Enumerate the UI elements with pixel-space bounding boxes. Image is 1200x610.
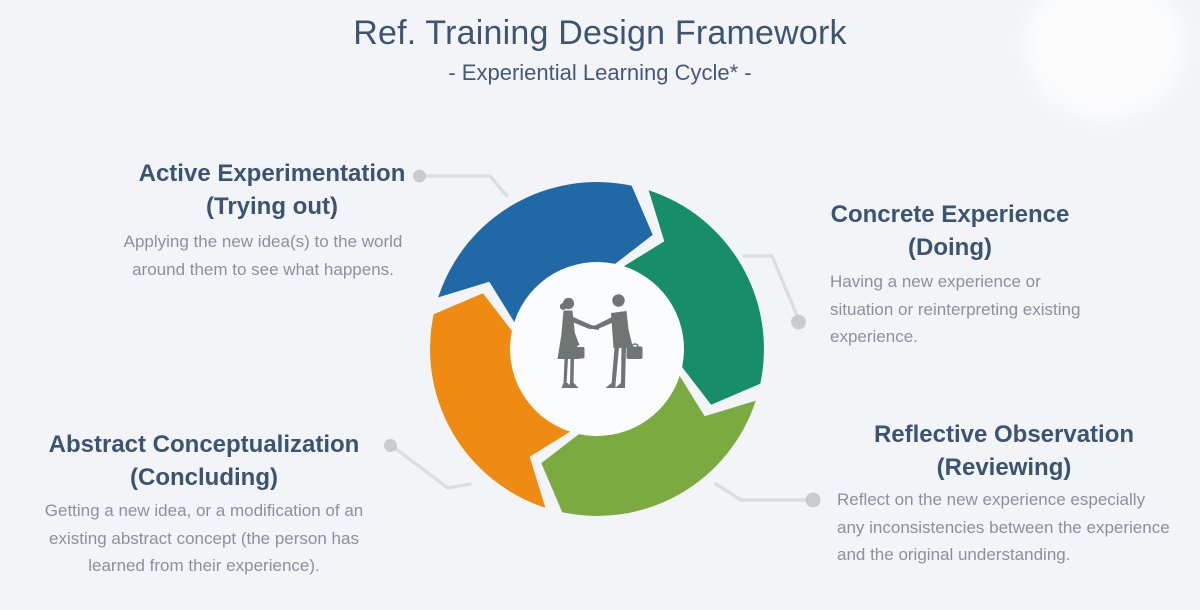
- quadrant-subtitle: (Trying out): [206, 193, 338, 220]
- connector-dot: [791, 314, 806, 330]
- segment-reflective-observation-arrow: [541, 375, 756, 516]
- description-line: learned from their experience).: [88, 556, 320, 575]
- quadrant-abstract-conceptualization-description: Getting a new idea, or a modification of…: [24, 497, 384, 580]
- connector-lines: [394, 174, 812, 502]
- description-line: Having a new experience or: [830, 272, 1041, 291]
- quadrant-subtitle: (Doing): [908, 234, 992, 261]
- description-line: Reflect on the new experience especially: [837, 490, 1146, 509]
- quadrant-concrete-experience-description: Having a new experience or situation or …: [830, 268, 1160, 351]
- connector-abstract-conceptualization: [394, 447, 472, 490]
- quadrant-reflective-observation-description: Reflect on the new experience especially…: [837, 486, 1200, 569]
- connector-dots: [384, 169, 821, 508]
- connector-dot: [805, 492, 821, 508]
- description-line: situation or reinterpreting existing: [830, 299, 1081, 319]
- connector-dot: [384, 439, 397, 452]
- connector-active-experimentation: [424, 174, 509, 198]
- quadrant-concrete-experience-heading: Concrete Experience (Doing): [750, 198, 1150, 264]
- quadrant-title: Abstract Conceptualization: [48, 431, 360, 458]
- description-line: existing abstract concept (the person ha…: [49, 528, 359, 548]
- description-line: around them to see what happens.: [132, 259, 394, 279]
- quadrant-title: Reflective Observation: [873, 421, 1135, 448]
- two-people-meeting-icon: [557, 294, 643, 388]
- quadrant-reflective-observation-heading: Reflective Observation (Reviewing): [804, 418, 1200, 484]
- quadrant-subtitle: (Reviewing): [936, 454, 1072, 481]
- connector-dot: [413, 169, 426, 183]
- quadrant-title: Concrete Experience: [830, 201, 1070, 228]
- description-line: Getting a new idea, or a modification of…: [44, 501, 364, 520]
- quadrant-subtitle: (Concluding): [130, 464, 278, 491]
- description-line: Applying the new idea(s) to the world: [123, 232, 403, 251]
- quadrant-title: Active Experimentation: [138, 160, 406, 187]
- page-subtitle: - Experiential Learning Cycle* -: [448, 60, 752, 85]
- quadrant-active-experimentation-description: Applying the new idea(s) to the world ar…: [103, 228, 423, 283]
- connector-concrete-experience: [742, 254, 800, 320]
- quadrant-active-experimentation-heading: Active Experimentation (Trying out): [72, 157, 472, 223]
- description-line: experience.: [830, 327, 918, 346]
- description-line: any inconsistencies between the experien…: [837, 517, 1170, 537]
- segment-concrete-experience-arrow: [623, 190, 764, 405]
- connector-reflective-observation: [714, 482, 812, 502]
- segment-abstract-conceptualization-arrow: [430, 293, 571, 508]
- segment-active-experimentation-arrow: [438, 182, 653, 323]
- wheel-hub: [508, 260, 686, 438]
- quadrant-abstract-conceptualization-heading: Abstract Conceptualization (Concluding): [4, 428, 404, 494]
- description-line: and the original understanding.: [837, 545, 1071, 564]
- page-title: Ref. Training Design Framework: [353, 14, 847, 52]
- corner-highlight: [1025, 0, 1185, 120]
